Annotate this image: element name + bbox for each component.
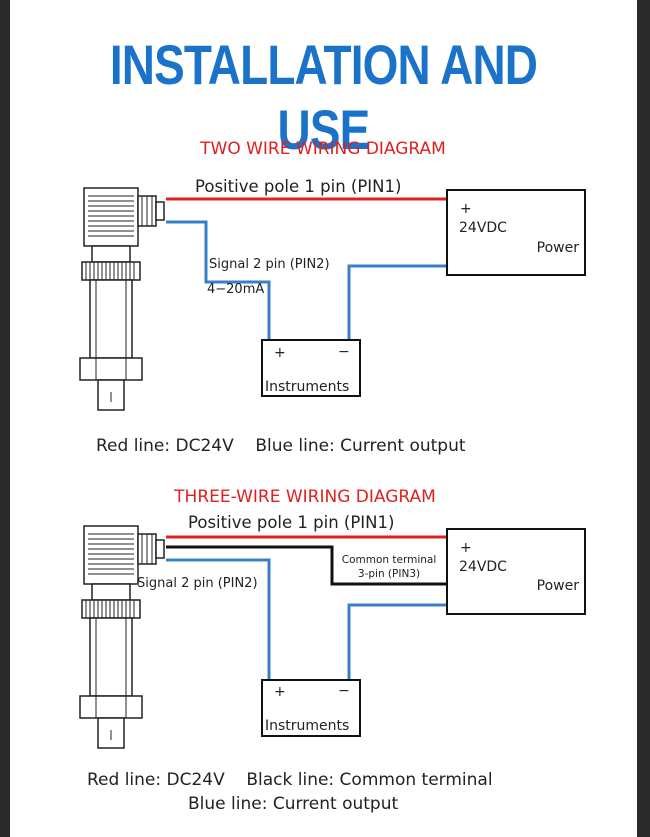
two-wire-instr-minus: − [338,344,350,360]
two-wire-power-box [446,189,586,276]
wiring-diagrams: TWO WIRE WIRING DIAGRAM Positive pole 1 … [79,139,586,814]
three-wire-pin1-label: Positive pole 1 pin (PIN1) [188,513,394,532]
two-wire-blue-wire-signal [166,220,271,340]
two-wire-power-label: Power [537,240,580,256]
three-wire-blue-wire-signal [166,558,271,680]
three-wire-pin3-label-1: Common terminal [342,554,437,566]
three-wire-power-plus: + [460,540,472,556]
page-title: INSTALLATION AND USE [109,33,538,161]
two-wire-instr-plus: + [274,345,286,361]
two-wire-power-voltage: 24VDC [459,220,507,236]
three-wire-power-voltage: 24VDC [459,559,507,575]
three-wire-blue-wire-return [347,603,447,680]
three-wire-heading: THREE-WIRE WIRING DIAGRAM [173,487,436,507]
two-wire-legend: Red line: DC24V Blue line: Current outpu… [96,436,466,456]
three-wire-power-label: Power [537,578,580,594]
three-wire-instr-plus: + [274,684,286,700]
two-wire-heading: TWO WIRE WIRING DIAGRAM [199,139,446,159]
two-wire-power-plus: + [460,201,472,217]
two-wire-instr-label: Instruments [265,379,349,395]
two-wire-current-label: 4−20mA [207,282,264,297]
three-wire-instruments-box [261,679,361,737]
page: INSTALLATION AND USE [10,0,637,837]
three-wire-pin2-label: Signal 2 pin (PIN2) [137,576,258,591]
two-wire-sensor-icon [79,187,165,411]
two-wire-instruments-box [261,339,361,397]
three-wire-pin3-label-2: 3-pin (PIN3) [358,568,420,580]
three-wire-legend-1: Red line: DC24V Black line: Common termi… [87,770,493,790]
two-wire-pin1-label: Positive pole 1 pin (PIN1) [195,177,401,196]
two-wire-blue-wire-return [347,264,447,340]
three-wire-sensor-icon [79,525,165,749]
two-wire-pin2-label: Signal 2 pin (PIN2) [209,257,330,272]
three-wire-instr-label: Instruments [265,718,349,734]
three-wire-black-wire [166,545,447,586]
three-wire-instr-minus: − [338,683,350,699]
three-wire-legend-2: Blue line: Current output [188,794,398,814]
three-wire-power-box [446,528,586,615]
